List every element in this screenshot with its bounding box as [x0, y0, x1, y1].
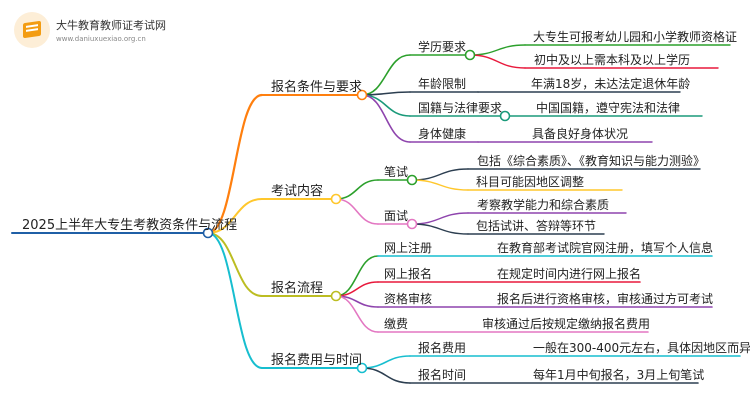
branch-exam-content: 考试内容 — [271, 184, 324, 199]
written-node-dot — [406, 174, 418, 186]
node-health: 身体健康 — [418, 127, 467, 141]
education-node-dot — [464, 49, 476, 61]
node-payment: 缴费 — [384, 317, 409, 331]
detail-age: 年满18岁，未达法定退休年龄 — [531, 77, 691, 91]
connector-register — [335, 255, 379, 297]
process-node-dot — [330, 290, 342, 302]
connector-schedule — [361, 367, 411, 384]
node-apply: 网上报名 — [384, 267, 433, 281]
node-age: 年龄限制 — [418, 77, 467, 91]
root-node-dot — [202, 227, 214, 239]
connector-written-1 — [411, 168, 469, 181]
connector-written-2 — [411, 179, 469, 191]
root-topic: 2025上半年大专生考教资条件与流程 — [22, 218, 238, 233]
connector-health — [361, 94, 411, 143]
connector-root-process — [207, 232, 263, 297]
connector-nationality — [361, 94, 411, 117]
node-review: 资格审核 — [384, 292, 433, 306]
detail-register: 在教育部考试院官网注册，填写个人信息 — [497, 241, 714, 255]
nationality-node-dot — [499, 110, 511, 122]
detail-written-2: 科目可能因地区调整 — [476, 175, 585, 189]
node-register: 网上注册 — [384, 241, 433, 255]
node-nationality-law: 国籍与法律要求 — [418, 101, 503, 115]
book-icon — [14, 12, 50, 48]
detail-health: 具备良好身体状况 — [532, 127, 629, 141]
node-education: 学历要求 — [418, 40, 467, 54]
detail-education-2: 初中及以上需本科及以上学历 — [534, 53, 691, 67]
fee-node-dot — [356, 362, 368, 374]
node-schedule: 报名时间 — [418, 368, 467, 382]
connector-root-fee — [207, 232, 263, 369]
connector-written — [335, 179, 379, 200]
detail-review: 报名后进行资格审核，审核通过方可考试 — [497, 292, 714, 306]
detail-interview-2: 包括试讲、答辩等环节 — [476, 219, 597, 233]
detail-education-1: 大专生可报考幼儿园和小学教师资格证 — [533, 30, 738, 44]
detail-apply: 在规定时间内进行网上报名 — [497, 267, 642, 281]
branch-fee-time: 报名费用与时间 — [271, 353, 363, 368]
detail-written-1: 包括《综合素质》、《教育知识与能力测验》 — [477, 154, 706, 168]
node-interview: 面试 — [384, 209, 409, 223]
node-fee: 报名费用 — [418, 341, 467, 355]
connector-interview-2 — [411, 223, 469, 235]
connector-interview-1 — [411, 212, 469, 225]
detail-fee: 一般在300-400元左右，具体因地区而异 — [533, 341, 750, 355]
interview-node-dot — [406, 218, 418, 230]
connector-interview — [335, 198, 379, 225]
node-written-exam: 笔试 — [384, 165, 409, 179]
connector-education-1 — [469, 44, 526, 56]
detail-schedule: 每年1月中旬报名，3月上旬笔试 — [533, 368, 705, 382]
detail-nationality-law: 中国国籍，遵守宪法和法律 — [536, 101, 681, 115]
logo-site-name: 大牛教育教师证考试网 — [56, 19, 166, 32]
connector-fee — [361, 355, 411, 369]
requirements-node-dot — [356, 89, 368, 101]
detail-payment: 审核通过后按规定缴纳报名费用 — [482, 317, 651, 331]
logo-site-url: www.daniuxuexiao.org.cn — [56, 35, 146, 43]
connector-root-exam — [207, 198, 263, 234]
connector-payment — [335, 295, 379, 333]
site-logo: 大牛教育教师证考试网 www.daniuxuexiao.org.cn — [14, 12, 166, 48]
detail-interview-1: 考察教学能力和综合素质 — [477, 198, 610, 212]
connector-education-2 — [469, 54, 526, 69]
exam-node-dot — [330, 193, 342, 205]
connector-education — [361, 54, 411, 96]
branch-process: 报名流程 — [271, 281, 324, 296]
connector-root-requirements — [206, 93, 264, 235]
branch-requirements: 报名条件与要求 — [271, 80, 363, 95]
